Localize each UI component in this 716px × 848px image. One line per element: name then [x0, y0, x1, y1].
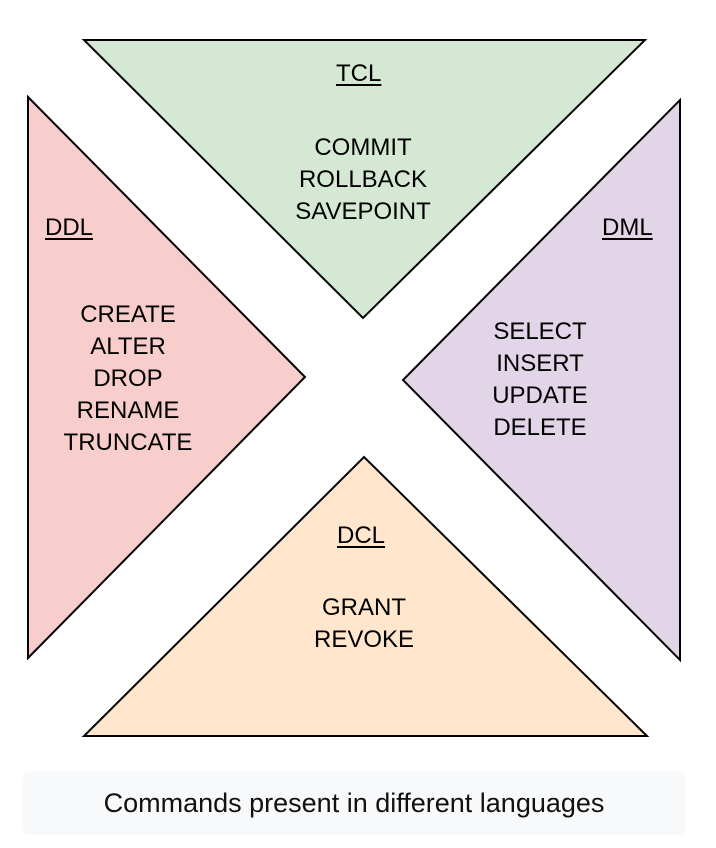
ddl-title: DDL [45, 214, 94, 241]
tcl-command-item: SAVEPOINT [295, 198, 431, 225]
caption-text: Commands present in different languages [103, 787, 605, 818]
tcl-title: TCL [336, 60, 382, 87]
ddl-command-item: RENAME [76, 397, 180, 424]
tcl-command-list: COMMIT ROLLBACK SAVEPOINT [263, 132, 463, 228]
tcl-command-item: COMMIT [314, 134, 412, 161]
ddl-command-item: CREATE [80, 301, 176, 328]
dml-triangle [401, 97, 681, 663]
tcl-triangle [81, 39, 648, 320]
dml-title: DML [602, 214, 653, 241]
dml-command-list: SELECT INSERT UPDATE DELETE [470, 316, 610, 444]
dml-command-item: UPDATE [492, 382, 588, 409]
caption-box: Commands present in different languages [22, 771, 686, 835]
dcl-title: DCL [337, 522, 386, 549]
dml-command-item: SELECT [493, 318, 587, 345]
ddl-command-item: DROP [93, 365, 163, 392]
dcl-triangle [81, 455, 650, 737]
triangles-canvas [27, 39, 681, 737]
dml-command-item: DELETE [493, 414, 587, 441]
sql-command-diagram: TCL COMMIT ROLLBACK SAVEPOINT DDL CREATE… [27, 39, 681, 737]
ddl-command-item: TRUNCATE [63, 429, 193, 456]
dcl-command-item: REVOKE [313, 626, 415, 653]
dcl-command-item: GRANT [322, 594, 406, 621]
ddl-command-list: CREATE ALTER DROP RENAME TRUNCATE [38, 299, 218, 459]
dml-command-item: INSERT [496, 350, 584, 377]
ddl-command-item: ALTER [90, 333, 166, 360]
dcl-command-list: GRANT REVOKE [284, 592, 444, 656]
tcl-command-item: ROLLBACK [298, 166, 428, 193]
ddl-triangle [27, 94, 307, 661]
